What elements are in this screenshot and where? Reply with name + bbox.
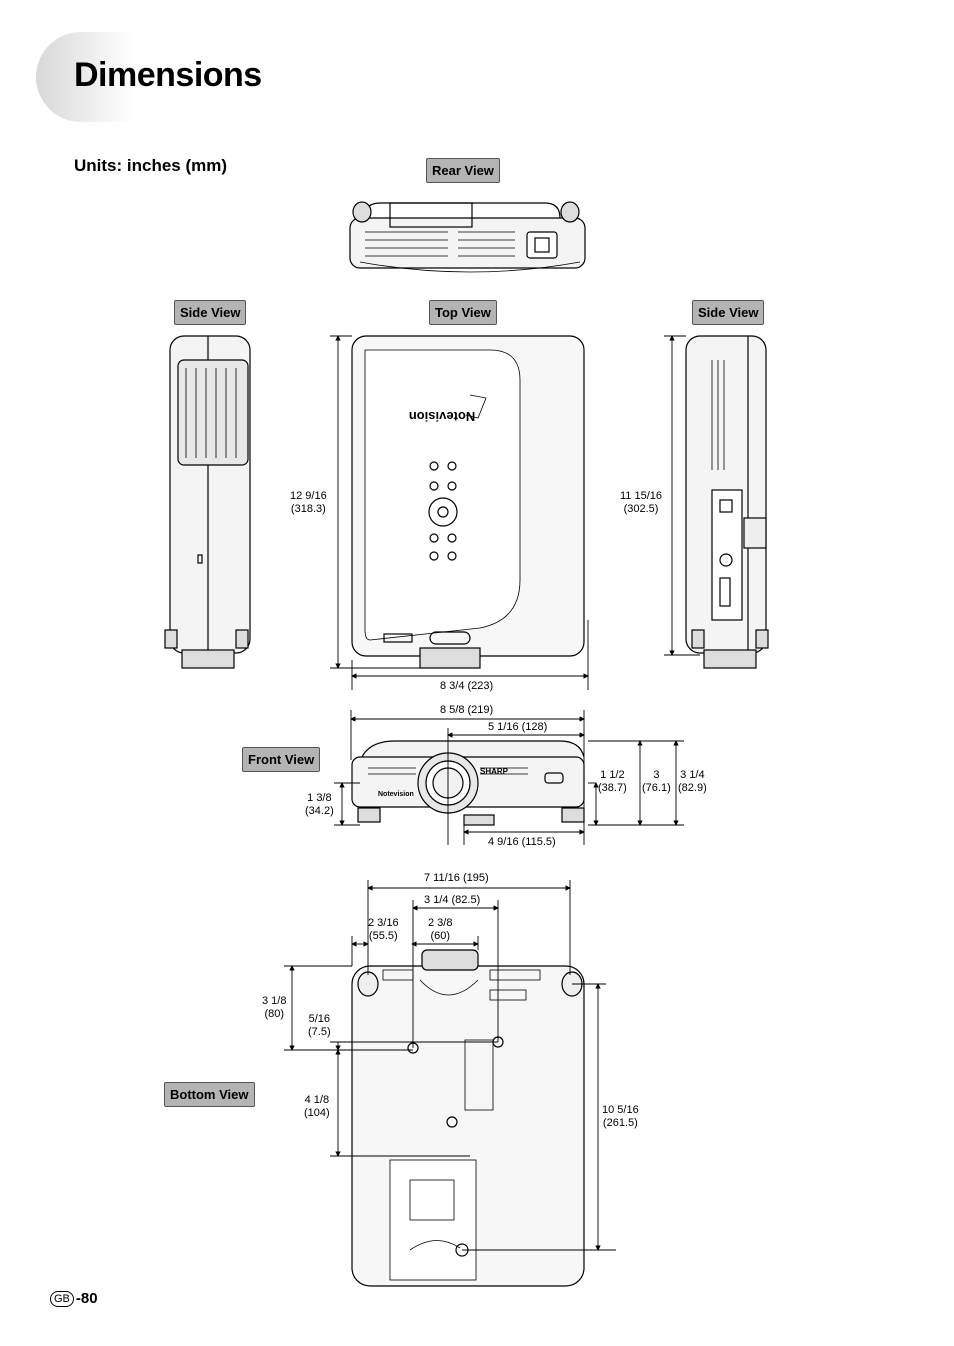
dim-bottom-length: 10 5/16 (261.5) — [602, 1104, 639, 1129]
dim-bottom-hole-x: 3 1/4 (82.5) — [424, 894, 481, 906]
logo-mark-front: Notevision — [378, 791, 414, 798]
dim-front-bottom-offset: 4 9/16 (115.5) — [488, 836, 556, 848]
dim-bottom-width: 7 11/16 (195) — [424, 872, 489, 884]
region-badge: GB — [50, 1290, 74, 1307]
dim-front-width: 8 5/8 (219) — [440, 704, 494, 716]
side-view-left-drawing — [164, 335, 251, 669]
dim-front-height-body: 3 (76.1) — [642, 769, 671, 794]
dim-side-height: 11 15/16 (302.5) — [620, 490, 663, 515]
dim-bottom-left-offset: 2 3/16 (55.5) — [368, 917, 399, 942]
logo-mark-top: Notevision — [409, 409, 476, 424]
side-view-right-drawing — [685, 335, 769, 669]
units-caption: Units: inches (mm) — [74, 156, 228, 175]
dim-front-lens-height: 1 1/2 (38.7) — [598, 769, 627, 794]
page-number: GB -80 — [50, 1290, 98, 1307]
dim-bottom-small-offset: 5/16 (7.5) — [308, 1013, 331, 1038]
dim-bottom-lens-width: 2 3/8 (60) — [428, 917, 453, 942]
dim-front-foot-height: 1 3/8 (34.2) — [305, 792, 334, 817]
top-view-label: Top View — [429, 300, 497, 325]
bottom-view-drawing — [351, 949, 585, 1287]
brand-mark: SHARP — [480, 767, 509, 776]
front-view-label: Front View — [242, 747, 321, 772]
page-title: Dimensions — [74, 56, 262, 94]
dim-bottom-hole-depth: 3 1/8 (80) — [262, 995, 287, 1020]
rear-view-drawing — [349, 201, 586, 273]
side-view-right-label: Side View — [692, 300, 765, 325]
dim-top-width: 8 3/4 (223) — [440, 680, 494, 692]
dim-front-height-total: 3 1/4 (82.9) — [678, 769, 707, 794]
dim-top-height: 12 9/16 (318.3) — [290, 490, 327, 515]
top-view-drawing — [351, 335, 585, 669]
title-decoration — [36, 32, 166, 122]
dim-front-lens-offset: 5 1/16 (128) — [488, 721, 548, 733]
rear-view-label: Rear View — [426, 158, 500, 183]
side-view-left-label: Side View — [174, 300, 247, 325]
dim-bottom-hole-spacing: 4 1/8 (104) — [304, 1094, 330, 1119]
page-number-text: -80 — [75, 1290, 98, 1307]
front-view-drawing — [351, 740, 585, 826]
bottom-view-label: Bottom View — [164, 1082, 255, 1107]
